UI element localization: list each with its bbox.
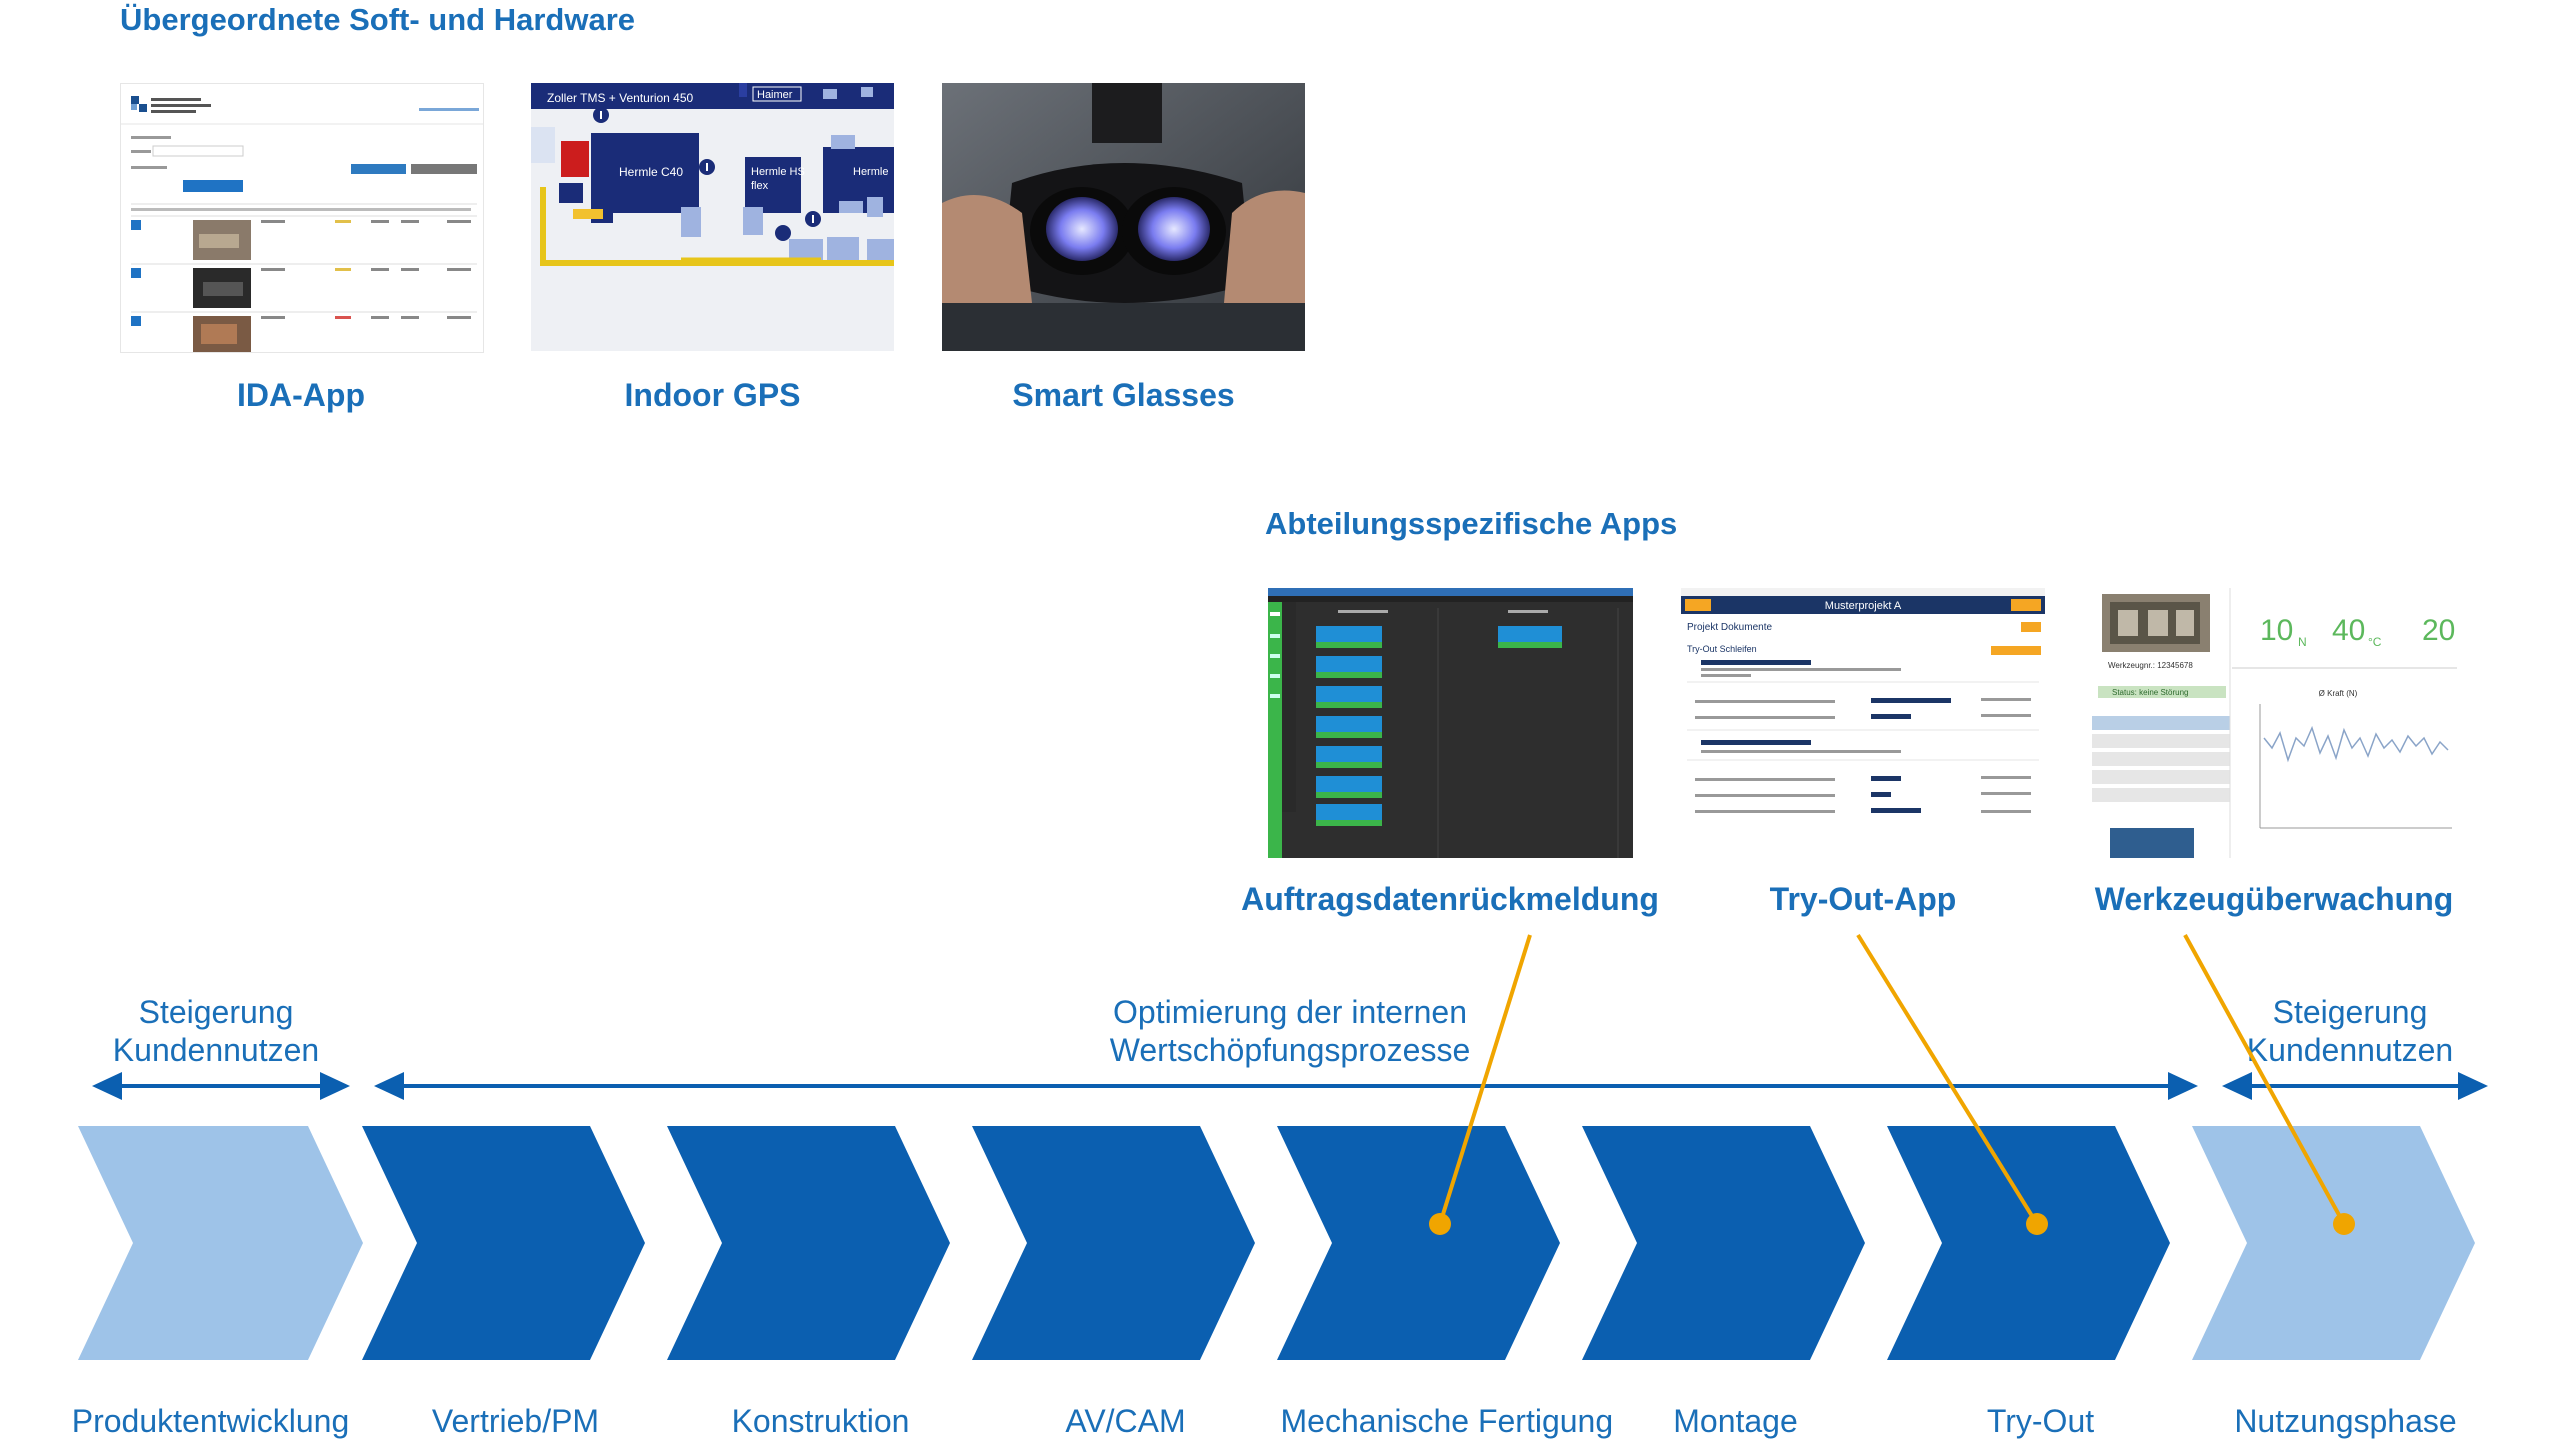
tool-chart-label: Ø Kraft (N) xyxy=(2319,689,2358,698)
range-arrow-left xyxy=(92,1072,350,1100)
range-left-line1: Steigerung xyxy=(138,994,294,1030)
tryout-title: Musterprojekt A xyxy=(1825,600,1902,612)
indoor-gps-floorplan: Zoller TMS + Venturion 450 Haimer Hermle… xyxy=(531,83,894,351)
caption-ida-app: IDA-App xyxy=(237,377,365,413)
tryout-app-screenshot: Musterprojekt A Projekt Dokumente Try-Ou… xyxy=(1681,588,2045,858)
range-right-line2: Kundennutzen xyxy=(2246,1032,2454,1068)
tryout-sub: Try-Out Schleifen xyxy=(1687,644,1757,654)
tool-monitoring-screenshot: Werkzeugnr.: 12345678 Status: keine Stör… xyxy=(2092,588,2457,858)
range-middle-line1: Optimierung der internen xyxy=(1113,994,1467,1030)
connector-order-feedback xyxy=(1429,934,1532,1235)
tool-value-1: 10 xyxy=(2260,614,2293,647)
connector-tryout xyxy=(1856,933,2048,1235)
gps-hermle-flex: flex xyxy=(751,180,769,192)
stage-chevron-8 xyxy=(2192,1126,2475,1360)
stage-label-6: Montage xyxy=(1673,1403,1798,1439)
dept-section-heading: Abteilungsspezifische Apps xyxy=(1265,506,1678,541)
caption-tryout-app: Try-Out-App xyxy=(1769,881,1957,917)
stage-label-4: AV/CAM xyxy=(1065,1403,1186,1439)
gps-haimer: Haimer xyxy=(757,89,793,101)
order-feedback-screenshot xyxy=(1268,588,1633,858)
tool-status: Status: keine Störung xyxy=(2112,688,2189,697)
range-middle-line2: Wertschöpfungsprozesse xyxy=(1109,1032,1471,1068)
stage-chevron-4 xyxy=(972,1126,1255,1360)
caption-tool-monitoring: Werkzeugüberwachung xyxy=(2094,881,2454,917)
gps-title: Zoller TMS + Venturion 450 xyxy=(547,91,694,105)
stage-label-2: Vertrieb/PM xyxy=(431,1403,600,1439)
tool-unit-2: °C xyxy=(2368,635,2382,649)
stage-chevron-7 xyxy=(1887,1126,2170,1360)
stage-chevron-1 xyxy=(78,1126,363,1360)
top-section-heading: Übergeordnete Soft- und Hardware xyxy=(120,2,635,37)
range-arrow-middle xyxy=(374,1072,2198,1100)
stage-label-3: Konstruktion xyxy=(731,1403,910,1439)
range-left-label: Steigerung Kundennutzen xyxy=(96,993,336,1069)
stage-chevron-5 xyxy=(1277,1126,1560,1360)
stage-chevron-6 xyxy=(1582,1126,1865,1360)
range-right-label: Steigerung Kundennutzen xyxy=(2230,993,2470,1069)
range-right-line1: Steigerung xyxy=(2272,994,2428,1030)
ida-app-screenshot xyxy=(120,83,484,353)
connector-tool-monitoring xyxy=(2183,934,2355,1235)
range-left-line2: Kundennutzen xyxy=(112,1032,320,1068)
caption-indoor-gps: Indoor GPS xyxy=(624,377,801,413)
stage-label-1: Produktentwicklung xyxy=(71,1403,350,1439)
tool-id: Werkzeugnr.: 12345678 xyxy=(2108,661,2193,670)
tool-unit-1: N xyxy=(2298,635,2307,649)
gps-hermle-hs: Hermle HS xyxy=(751,166,805,178)
stage-label-8: Nutzungsphase xyxy=(2234,1403,2457,1439)
stage-chevron-2 xyxy=(362,1126,645,1360)
range-middle-label: Optimierung der internen Wertschöpfungsp… xyxy=(1050,993,1530,1069)
stage-label-5: Mechanische Fertigung xyxy=(1280,1403,1614,1439)
gps-hermle-c40: Hermle C40 xyxy=(619,165,683,179)
tool-value-2: 40 xyxy=(2332,614,2365,647)
stage-label-7: Try-Out xyxy=(1986,1403,2095,1439)
vr-headset-photo xyxy=(942,83,1305,351)
caption-order-feedback: Auftragsdatenrückmeldung xyxy=(1241,881,1659,917)
range-arrow-right xyxy=(2222,1072,2488,1100)
gps-hermle: Hermle xyxy=(853,166,888,178)
stage-chevron-3 xyxy=(667,1126,950,1360)
tool-value-3: 20 xyxy=(2422,614,2455,647)
tryout-section: Projekt Dokumente xyxy=(1687,622,1772,633)
caption-smart-glasses: Smart Glasses xyxy=(1012,377,1235,413)
